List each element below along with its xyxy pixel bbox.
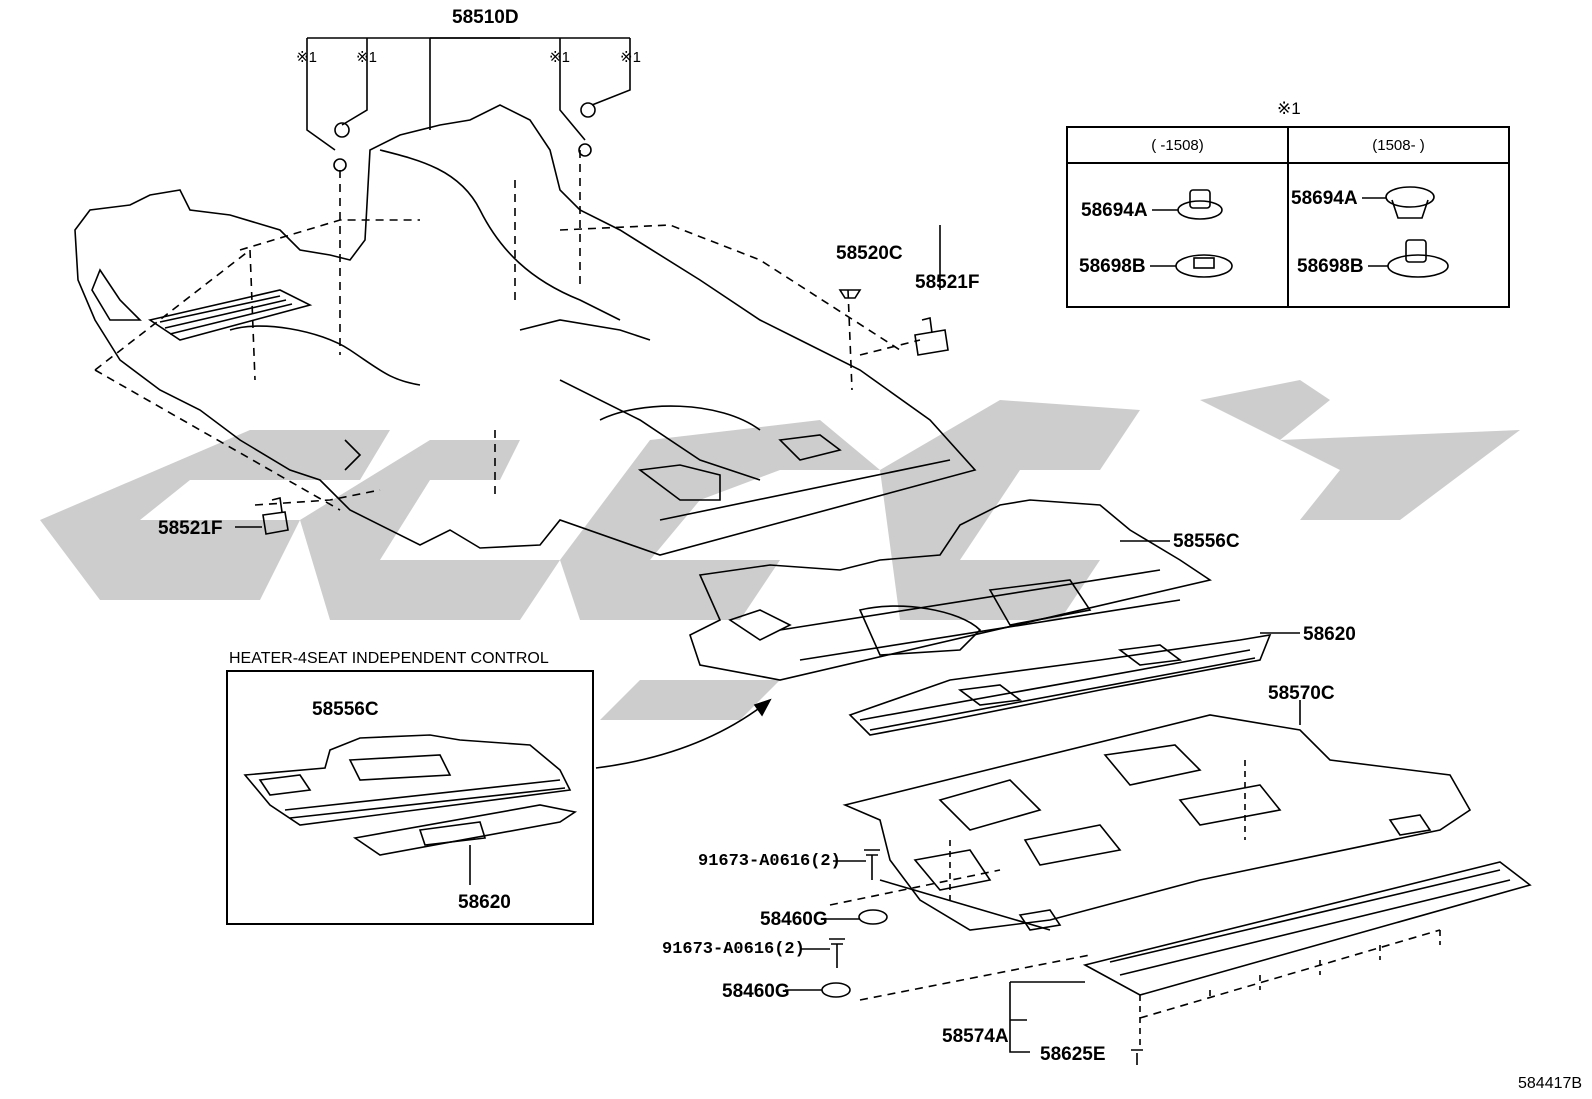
note-mark-1: ※1 <box>296 49 317 66</box>
note-mark-4: ※1 <box>620 49 641 66</box>
label-58574A[interactable]: 58574A <box>942 1026 1009 1047</box>
label-58510D[interactable]: 58510D <box>452 7 519 28</box>
label-91673-A0616-2[interactable]: 91673-A0616(2) <box>662 940 805 959</box>
label-inset-58556C[interactable]: 58556C <box>312 699 379 720</box>
watermark-logo <box>40 380 1520 720</box>
front-floor-carpet <box>74 104 977 556</box>
58620-part <box>848 633 1272 736</box>
label-58521F-top[interactable]: 58521F <box>915 272 980 293</box>
scuff-plate <box>1082 861 1532 996</box>
line-art <box>74 37 1532 1065</box>
label-58556C[interactable]: 58556C <box>1173 531 1240 552</box>
legend-col-left-text: ( -1508) <box>1151 136 1204 154</box>
label-58570C[interactable]: 58570C <box>1268 683 1335 704</box>
label-legend-58694A-left[interactable]: 58694A <box>1081 200 1148 221</box>
legend-right-cell <box>1287 162 1510 308</box>
label-58620[interactable]: 58620 <box>1303 624 1356 645</box>
label-legend-58698B-left[interactable]: 58698B <box>1079 256 1146 277</box>
label-91673-A0616-1[interactable]: 91673-A0616(2) <box>698 852 841 871</box>
note-mark-3: ※1 <box>549 49 570 66</box>
legend-left-cell <box>1066 162 1289 308</box>
diagram-code: 584417B <box>1518 1075 1583 1092</box>
label-inset-58620[interactable]: 58620 <box>458 892 511 913</box>
label-legend-58694A-right[interactable]: 58694A <box>1291 188 1358 209</box>
legend-title: ※1 <box>1277 99 1301 118</box>
label-58521F-left[interactable]: 58521F <box>158 518 223 539</box>
inset-58556C <box>243 734 572 826</box>
rear-floor-carpet <box>842 714 1472 931</box>
inset-title: HEATER-4SEAT INDEPENDENT CONTROL <box>229 650 549 667</box>
legend-col-right-header: (1508- ) <box>1287 126 1510 164</box>
label-58625E[interactable]: 58625E <box>1040 1044 1106 1065</box>
legend-table: ( -1508) (1508- ) <box>1066 126 1510 308</box>
second-row-carpet <box>689 499 1212 681</box>
label-58460G-1[interactable]: 58460G <box>760 909 828 930</box>
legend-col-right-text: (1508- ) <box>1372 136 1425 154</box>
note-mark-2: ※1 <box>356 49 377 66</box>
inset-box <box>226 670 594 925</box>
label-58520C[interactable]: 58520C <box>836 243 903 264</box>
label-legend-58698B-right[interactable]: 58698B <box>1297 256 1364 277</box>
label-58460G-2[interactable]: 58460G <box>722 981 790 1002</box>
legend-col-left-header: ( -1508) <box>1066 126 1289 164</box>
inset-58620 <box>352 804 578 856</box>
